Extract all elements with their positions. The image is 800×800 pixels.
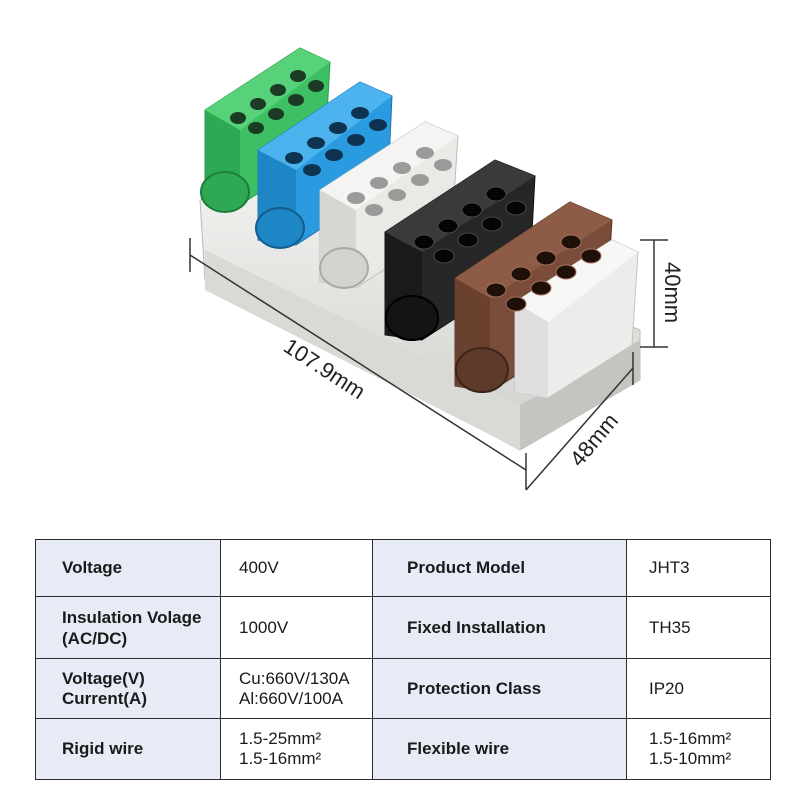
spec-value-line: 1.5-16mm² xyxy=(239,749,322,768)
product-photo: 107.9mm 40mm 48mm xyxy=(189,47,685,491)
spec-value: 1.5-25mm² 1.5-16mm² xyxy=(220,718,373,780)
spec-value: 400V xyxy=(220,539,373,597)
spec-value-line: Al:660V/100A xyxy=(239,688,343,708)
screw-holes-green xyxy=(230,70,324,134)
spec-label: Voltage(V) Current(A) xyxy=(35,658,221,719)
screw-holes-brown xyxy=(485,234,602,312)
dimension-lines xyxy=(189,238,668,491)
dimension-height: 40mm xyxy=(660,262,685,323)
table-row: Rigid wire 1.5-25mm² 1.5-16mm² Flexible … xyxy=(35,718,771,780)
screw-holes-white xyxy=(347,147,452,216)
table-row: Voltage 400V Product Model JHT3 xyxy=(35,539,771,597)
spec-label: Rigid wire xyxy=(35,718,221,780)
terminal-block-white xyxy=(319,121,459,289)
spec-value-line: 1.5-10mm² xyxy=(649,749,732,768)
spec-label: Product Model xyxy=(372,539,627,597)
table-row: Insulation Volage (AC/DC) 1000V Fixed In… xyxy=(35,596,771,659)
spec-value: IP20 xyxy=(626,658,771,719)
screw-holes-black xyxy=(413,186,527,264)
spec-value: 1000V xyxy=(220,596,373,659)
table-row: Voltage(V) Current(A) Cu:660V/130A Al:66… xyxy=(35,658,771,719)
spec-label-line: Voltage(V) xyxy=(62,668,145,688)
spec-label: Insulation Volage (AC/DC) xyxy=(35,596,221,659)
spec-label: Protection Class xyxy=(372,658,627,719)
spec-label: Voltage xyxy=(35,539,221,597)
spec-label: Fixed Installation xyxy=(372,596,627,659)
spec-value-line: Cu:660V/130A xyxy=(239,668,350,688)
spec-value: JHT3 xyxy=(626,539,771,597)
spec-value-line: 1.5-16mm² xyxy=(649,729,732,748)
spec-value: Cu:660V/130A Al:660V/100A xyxy=(220,658,373,719)
spec-table: Voltage 400V Product Model JHT3 Insulati… xyxy=(35,539,771,780)
screw-holes-blue xyxy=(285,107,387,176)
spec-label: Flexible wire xyxy=(372,718,627,780)
spec-value: 1.5-16mm² 1.5-10mm² xyxy=(626,718,771,780)
spec-value-line: 1.5-25mm² xyxy=(239,729,322,748)
spec-value: TH35 xyxy=(626,596,771,659)
spec-label-line: Current(A) xyxy=(62,688,147,708)
end-cap xyxy=(514,239,639,399)
